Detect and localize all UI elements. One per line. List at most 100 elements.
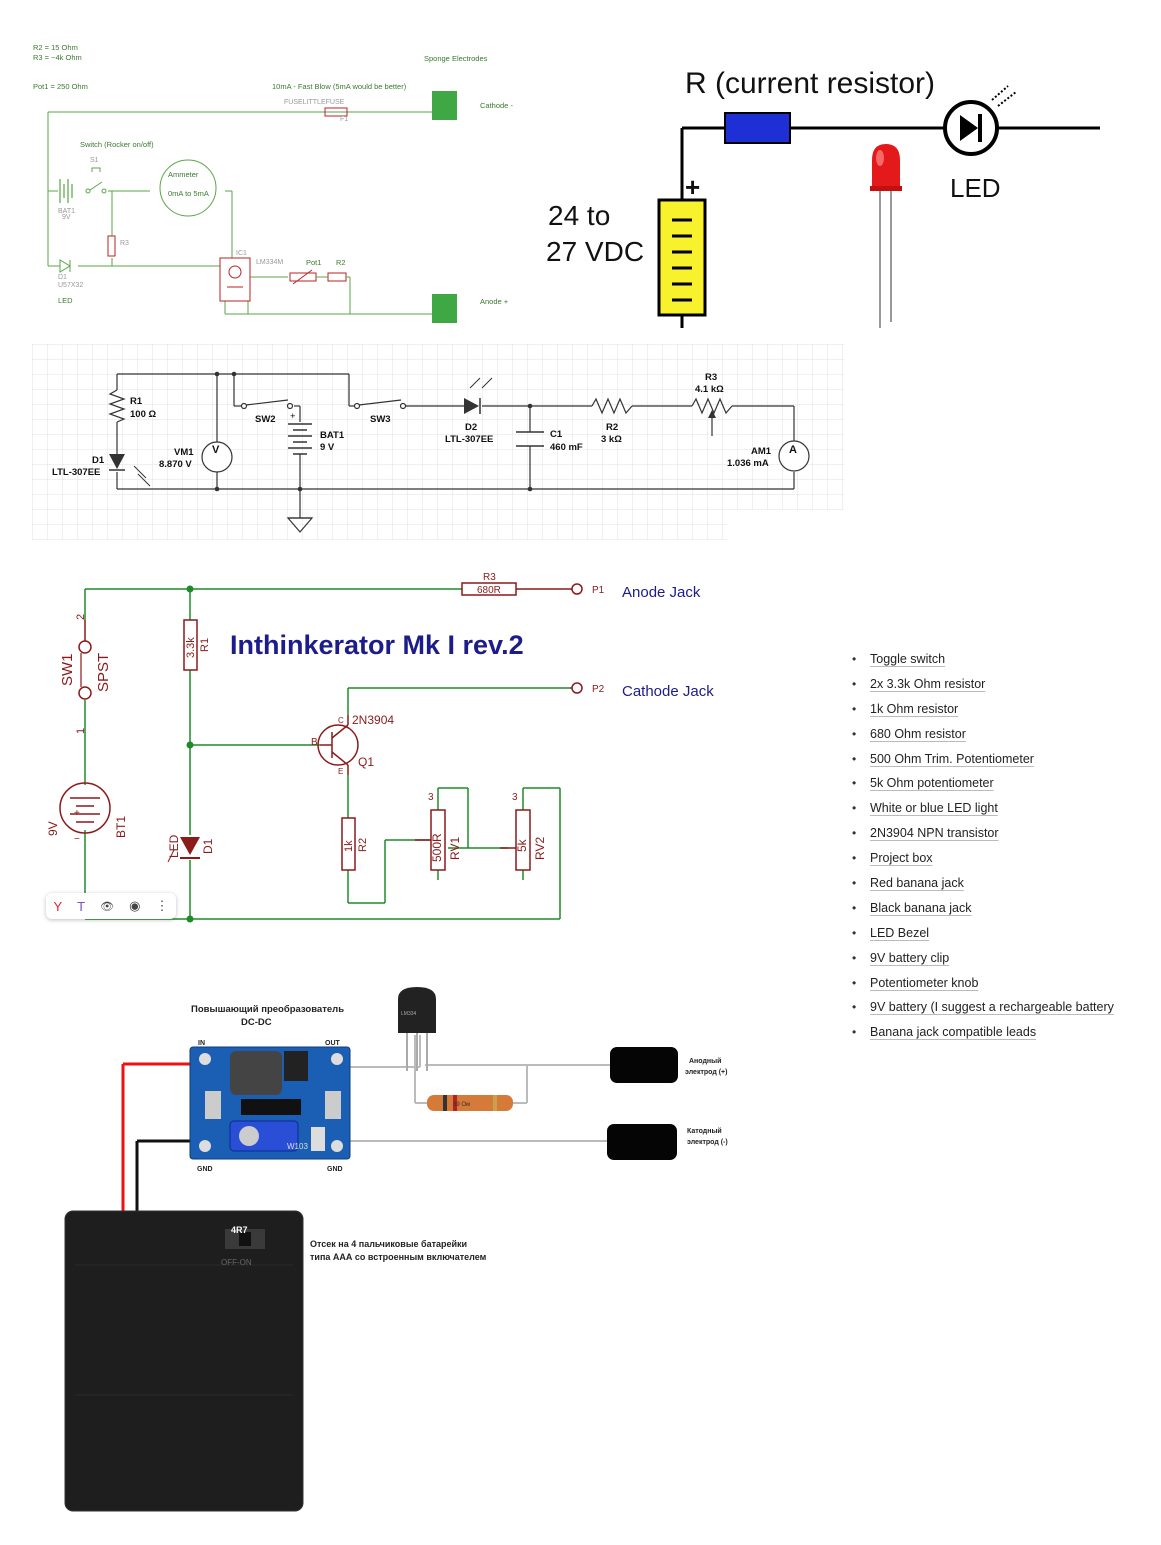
y-icon[interactable]: Y bbox=[53, 898, 63, 914]
r1-ref: R1 bbox=[199, 638, 211, 652]
sw2-switch bbox=[240, 399, 294, 410]
r3-potentiometer bbox=[691, 397, 733, 415]
eye-icon[interactable]: 👁 bbox=[100, 900, 115, 913]
bt-plus: + bbox=[74, 808, 80, 819]
parts-list-item-label[interactable]: White or blue LED light bbox=[870, 801, 998, 816]
p2-ref: P2 bbox=[592, 684, 605, 695]
fuse-symbol bbox=[324, 107, 348, 117]
d1-diode bbox=[109, 454, 151, 487]
battery-box bbox=[64, 1210, 304, 1512]
p1-ref: P1 bbox=[592, 585, 605, 596]
parts-list-item: • Black banana jack bbox=[848, 901, 1148, 926]
bullet-icon: • bbox=[852, 676, 857, 691]
rv1-ref: RV1 bbox=[448, 837, 462, 860]
cathode-jack-label: Cathode Jack bbox=[622, 683, 714, 700]
ammeter-symbol bbox=[159, 159, 217, 217]
parts-list-item: •1k Ohm resistor bbox=[848, 702, 1148, 727]
parts-list-item: •White or blue LED light bbox=[848, 801, 1148, 826]
battery-ref: BAT1 bbox=[58, 208, 75, 215]
anode-jack-label: Anode Jack bbox=[622, 584, 701, 601]
parts-list-item-label[interactable]: Banana jack compatible leads bbox=[870, 1025, 1037, 1040]
bullet-icon: • bbox=[852, 726, 857, 741]
parts-list-item: • 500 Ohm Trim. Potentiometer bbox=[848, 752, 1148, 777]
p2-jack bbox=[571, 682, 583, 694]
fuse-part: FUSELITTLEFUSE bbox=[284, 99, 345, 106]
c1-ref: C1 bbox=[550, 429, 563, 440]
schematic-title: Inthinkerator Mk I rev.2 bbox=[230, 630, 524, 660]
sponge-label: Sponge Electrodes bbox=[424, 54, 488, 63]
am1-val: 1.036 mA bbox=[727, 458, 769, 469]
parts-list-item-label[interactable]: 500 Ohm Trim. Potentiometer bbox=[870, 751, 1034, 766]
r3-ref: R3 bbox=[120, 240, 129, 247]
fuse-ref: F1 bbox=[340, 116, 348, 123]
battery-box-text-1: Отсек на 4 пальчиковые батарейки bbox=[310, 1239, 467, 1249]
parts-list-item-label[interactable]: Black banana jack bbox=[870, 900, 972, 915]
more-icon[interactable]: ⋮ bbox=[155, 898, 169, 913]
anode-label: Anode + bbox=[480, 297, 509, 306]
note-r2: R2 = 15 Ohm bbox=[33, 43, 78, 52]
parts-list-item-label[interactable]: 5k Ohm potentiometer bbox=[870, 776, 994, 791]
cathode-electrode-pad bbox=[607, 1124, 677, 1160]
vm1-val: 8.870 V bbox=[159, 459, 192, 470]
bat1-val: 9 V bbox=[320, 442, 335, 453]
vm1-ref: VM1 bbox=[174, 447, 194, 458]
r2-resistor bbox=[341, 817, 356, 871]
image-toolbar: Y T 👁 ◉ ⋮ bbox=[46, 893, 176, 919]
parts-list-item: •Banana jack compatible leads bbox=[848, 1025, 1148, 1050]
note-pot1: Pot1 = 250 Ohm bbox=[33, 82, 88, 91]
d2-ref: D2 bbox=[465, 422, 477, 433]
sw-pin2: 2 bbox=[75, 614, 87, 620]
battery-symbol bbox=[59, 179, 73, 203]
parts-list-item-label[interactable]: 680 Ohm resistor bbox=[870, 726, 966, 741]
rv1-pin3: 3 bbox=[428, 792, 434, 803]
voltmeter-vm1 bbox=[201, 441, 233, 473]
q1-ref: Q1 bbox=[358, 755, 374, 769]
panel-led-resistor: R (current resistor) 24 to 27 VDC + LED bbox=[540, 60, 1140, 335]
r2-ref: R2 bbox=[606, 422, 618, 433]
led-caption: LED bbox=[950, 173, 1001, 203]
cathode-electrode bbox=[432, 91, 457, 120]
in-label: IN bbox=[198, 1040, 205, 1047]
parts-list-item-label[interactable]: Project box bbox=[870, 851, 933, 866]
bullet-icon: • bbox=[852, 925, 857, 940]
parts-list-item-label[interactable]: 9V battery clip bbox=[870, 950, 950, 965]
resistor-39-ohm bbox=[427, 1095, 513, 1111]
parts-list-item-label[interactable]: 2x 3.3k Ohm resistor bbox=[870, 676, 986, 691]
bullet-icon: • bbox=[852, 900, 857, 915]
parts-list-item-label[interactable]: Toggle switch bbox=[870, 652, 946, 666]
parts-list-item-label[interactable]: LED Bezel bbox=[870, 925, 930, 940]
p1-jack bbox=[571, 583, 583, 595]
rv1-val: 500R bbox=[430, 833, 444, 862]
bat1-ref: BAT1 bbox=[320, 430, 345, 441]
parts-list-item-label[interactable]: 2N3904 NPN transistor bbox=[870, 826, 999, 841]
r2-symbol bbox=[327, 272, 347, 282]
parts-list-item: • 2x 3.3k Ohm resistor bbox=[848, 677, 1148, 702]
sw3-ref: SW3 bbox=[370, 414, 391, 425]
sw1-switch bbox=[78, 620, 92, 700]
r1-ref: R1 bbox=[130, 396, 143, 407]
parts-list-item-label[interactable]: Red banana jack bbox=[870, 876, 964, 891]
parts-list: •Toggle switch•2x 3.3k Ohm resistor•1k O… bbox=[848, 652, 1148, 1050]
parts-list-item: •2N3904 NPN transistor bbox=[848, 826, 1148, 851]
rv2-val: 5k bbox=[515, 838, 529, 852]
text-icon[interactable]: T bbox=[77, 898, 86, 914]
bullet-icon: • bbox=[852, 950, 857, 965]
c1-capacitor bbox=[516, 431, 544, 447]
parts-list-item-label[interactable]: Potentiometer knob bbox=[870, 975, 979, 990]
sw-type: SPST bbox=[95, 653, 112, 692]
switch-symbol bbox=[85, 167, 107, 194]
battery-plus: + bbox=[685, 172, 700, 202]
parts-list-item-label[interactable]: 1k Ohm resistor bbox=[870, 701, 959, 716]
bullet-icon: • bbox=[852, 751, 857, 766]
ammeter-am1 bbox=[778, 440, 810, 472]
d1-ref: D1 bbox=[92, 455, 105, 466]
r3-val: 4.1 kΩ bbox=[695, 384, 724, 395]
anode-electrode-pad bbox=[610, 1047, 678, 1083]
d1-part: LTL-307EE bbox=[52, 467, 100, 478]
panel-dcdc-build: 4R7 W103 LM334 39 Ом Повышающий преобраз… bbox=[55, 975, 775, 1535]
cathode-label: Cathode - bbox=[480, 101, 513, 110]
parts-list-item-label[interactable]: 9V battery (I suggest a rechargeable bat… bbox=[870, 1000, 1114, 1015]
note-r3: R3 = ~4k Ohm bbox=[33, 53, 82, 62]
r1-resistor bbox=[183, 619, 198, 671]
camera-icon[interactable]: ◉ bbox=[129, 898, 141, 913]
